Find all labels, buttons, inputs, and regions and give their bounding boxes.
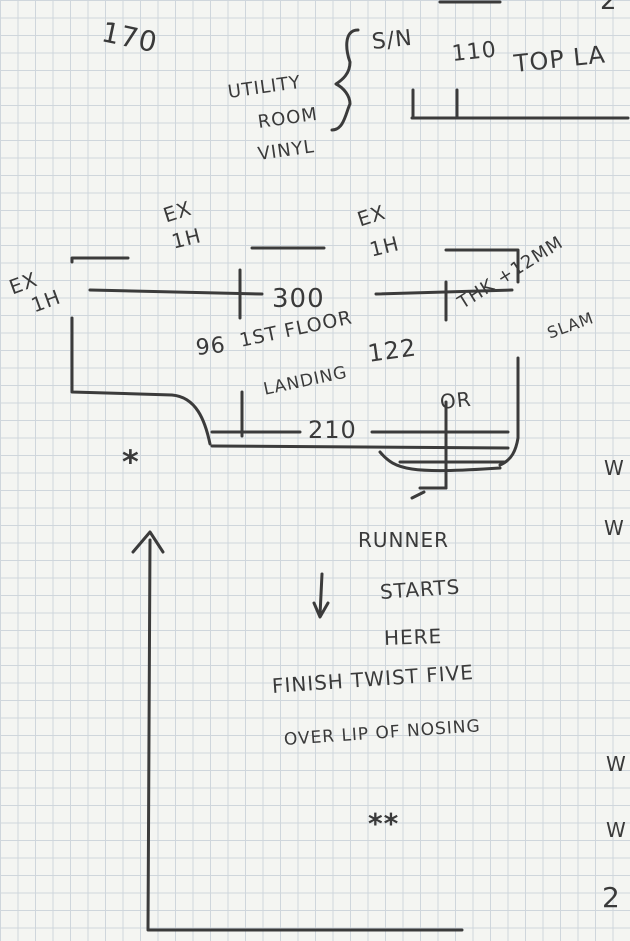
top-dimension-line: [88, 288, 264, 296]
top-right-partial: 2: [600, 0, 618, 16]
single-asterisk-marker: *: [122, 443, 140, 481]
margin-mark-2: W: [604, 516, 625, 540]
landing-depth-dimension: 96: [194, 332, 228, 361]
landing-right-dimension: 122: [366, 333, 419, 368]
runner-note-line-3: HERE: [383, 623, 443, 650]
margin-mark-5: 2: [602, 881, 621, 914]
bottom-dimension-line-2: [210, 444, 510, 450]
runner-note-line-2: STARTS: [379, 574, 462, 604]
s-n-label: S/N: [370, 25, 414, 55]
top-dimension-line-right: [374, 288, 514, 296]
runner-arrow-shaft: [318, 572, 324, 617]
left-wall-top: [70, 256, 130, 264]
margin-mark-1: W: [604, 456, 625, 480]
nosing-mark: OR: [438, 386, 473, 414]
margin-mark-4: W: [606, 818, 627, 842]
margin-mark-3: W: [606, 752, 627, 776]
top-right-wall-1h: 1H: [367, 231, 402, 262]
left-arrow-shaft: [146, 538, 464, 932]
length-label: 110: [450, 37, 499, 67]
utility-brace: [330, 28, 360, 132]
left-arrow-head: [131, 530, 165, 554]
double-asterisk-marker: **: [368, 807, 400, 840]
zag-mark: [410, 486, 448, 500]
runner-note-line-1: RUNNER: [358, 528, 449, 552]
nosing-line-1: [378, 450, 502, 473]
top-span-dimension: 300: [272, 284, 325, 314]
left-wall: [70, 316, 212, 446]
runner-arrow-head: [312, 601, 330, 619]
top-left-wall-1h: 1H: [169, 223, 204, 254]
bottom-span-dimension: 210: [308, 416, 357, 444]
right-box: [444, 248, 520, 284]
